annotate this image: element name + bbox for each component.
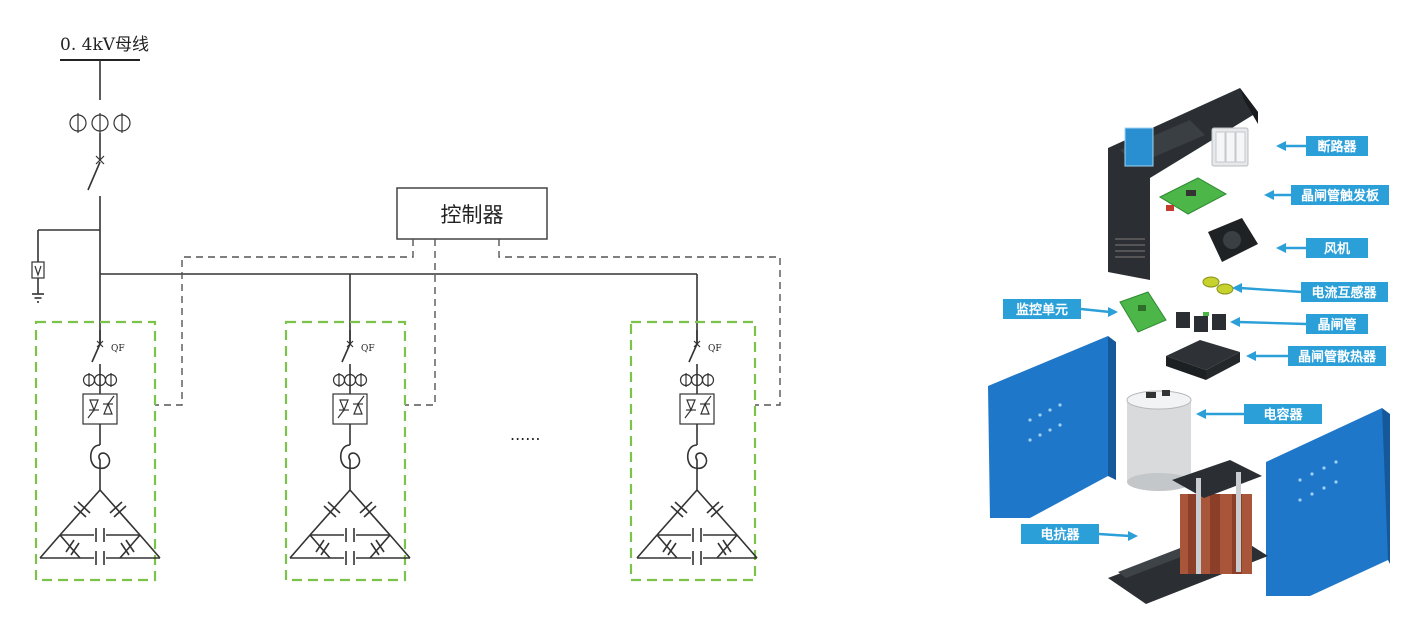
branch-1: [39, 329, 161, 566]
left-panel-icon: [988, 336, 1116, 518]
main-switch: [87, 161, 101, 191]
label-capacitor: 电容器: [1196, 404, 1322, 424]
controller-label: 控制器: [441, 203, 504, 227]
svg-text:晶闸管散热器: 晶闸管散热器: [1298, 349, 1377, 365]
label-fan: 风机: [1276, 238, 1368, 258]
svg-text:电抗器: 电抗器: [1040, 527, 1080, 543]
svg-text:电流互感器: 电流互感器: [1311, 285, 1377, 301]
controller-box: 控制器: [396, 187, 548, 240]
svg-text:风机: 风机: [1324, 241, 1350, 257]
trigger-board-icon: [1158, 177, 1228, 215]
breaker-label-1: QF: [111, 344, 125, 354]
breaker-icon: [1211, 127, 1249, 167]
right-panel-icon: [1266, 408, 1390, 596]
busbar-label: 0. 4kV母线: [60, 35, 149, 55]
svg-text:晶闸管: 晶闸管: [1317, 317, 1356, 333]
monitor-unit-icon: [1119, 291, 1167, 333]
surge-arrester: [31, 229, 100, 303]
breaker-label-2: QF: [361, 344, 375, 354]
cabinet-2: [284, 320, 407, 582]
one-line-diagram: 0. 4kV母线 控: [31, 35, 781, 582]
label-reactor: 电抗器: [1021, 524, 1138, 544]
label-monitor-unit: 监控单元: [1003, 299, 1118, 319]
main-current-transformer: [69, 113, 131, 133]
label-trigger-board: 晶闸管触发板: [1264, 185, 1389, 205]
label-breaker: 断路器: [1276, 136, 1368, 156]
frame-icon: [1108, 88, 1258, 280]
control-line-2: [405, 239, 436, 406]
cabinet-1: [34, 320, 157, 582]
control-line-1: [155, 239, 414, 406]
label-heatsink: 晶闸管散热器: [1246, 346, 1386, 366]
branch-n: [636, 329, 758, 566]
svg-text:监控单元: 监控单元: [1016, 302, 1068, 318]
label-thyristor: 晶闸管: [1230, 314, 1368, 334]
ellipsis: ......: [510, 425, 541, 444]
capacitor-icon: [1126, 390, 1192, 491]
breaker-label-n: QF: [708, 344, 722, 354]
heatsink-icon: [1166, 340, 1240, 380]
fan-icon: [1208, 218, 1258, 262]
branch-2: [289, 329, 411, 566]
label-current-transformer: 电流互感器: [1232, 282, 1388, 302]
reactor-icon: [1108, 460, 1268, 604]
svg-text:电容器: 电容器: [1263, 407, 1303, 423]
exploded-view: 断路器 晶闸管触发板 风机 电流互感器 监控单元: [988, 88, 1390, 604]
svg-text:断路器: 断路器: [1317, 139, 1357, 155]
thyristor-icon: [1176, 312, 1226, 332]
control-line-3: [498, 239, 781, 406]
svg-text:晶闸管触发板: 晶闸管触发板: [1301, 188, 1380, 204]
current-transformer-icon: [1202, 276, 1234, 295]
